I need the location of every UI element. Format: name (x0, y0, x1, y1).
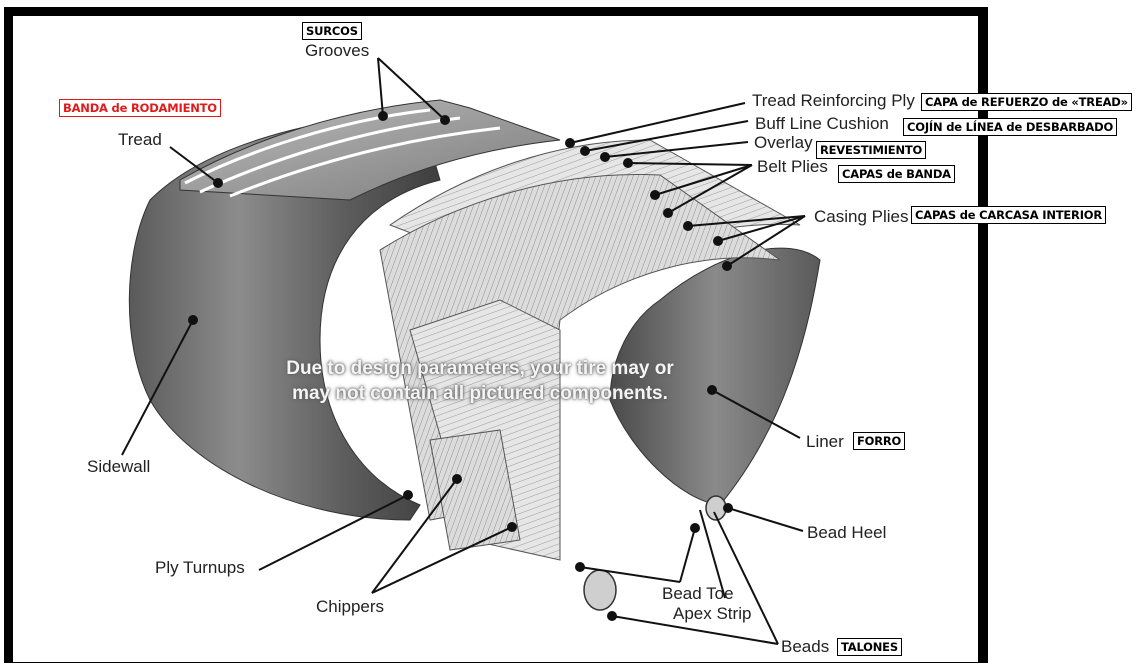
disclaimer-text: Due to design parameters, your tire may … (265, 356, 695, 406)
disclaimer-line-1: Due to design parameters, your tire may … (265, 356, 695, 381)
translation-overlay: REVESTIMIENTO (816, 141, 926, 159)
label-tread-reinforcing-ply: Tread Reinforcing Ply (752, 92, 915, 110)
translation-belt-plies: CAPAS de BANDA (838, 165, 955, 183)
translation-beads: TALONES (837, 638, 902, 656)
label-grooves: Grooves (305, 42, 369, 60)
label-sidewall: Sidewall (87, 458, 150, 476)
translation-casing-plies: CAPAS de CARCASA INTERIOR (911, 206, 1106, 224)
label-ply-turnups: Ply Turnups (155, 559, 245, 577)
translation-tread-reinforcing-ply: CAPA de REFUERZO de «TREAD» (921, 93, 1132, 111)
label-bead-heel: Bead Heel (807, 524, 886, 542)
label-belt-plies: Belt Plies (757, 158, 828, 176)
disclaimer-line-2: may not contain all pictured components. (265, 381, 695, 406)
label-buff-line-cushion: Buff Line Cushion (755, 115, 889, 133)
label-overlay: Overlay (754, 134, 813, 152)
translation-grooves: SURCOS (302, 22, 362, 40)
label-liner: Liner (806, 433, 844, 451)
bead-bundle-front (584, 570, 616, 610)
translation-liner: FORRO (853, 432, 905, 450)
label-chippers: Chippers (316, 598, 384, 616)
label-tread: Tread (118, 131, 162, 149)
label-apex-strip: Apex Strip (673, 605, 751, 623)
label-beads: Beads (781, 638, 829, 656)
label-bead-toe: Bead Toe (662, 585, 734, 603)
translation-tread: BANDA de RODAMIENTO (59, 99, 221, 117)
translation-buff-line-cushion: COJÍN de LÍNEA de DESBARBADO (903, 118, 1117, 136)
label-casing-plies: Casing Plies (814, 208, 909, 226)
